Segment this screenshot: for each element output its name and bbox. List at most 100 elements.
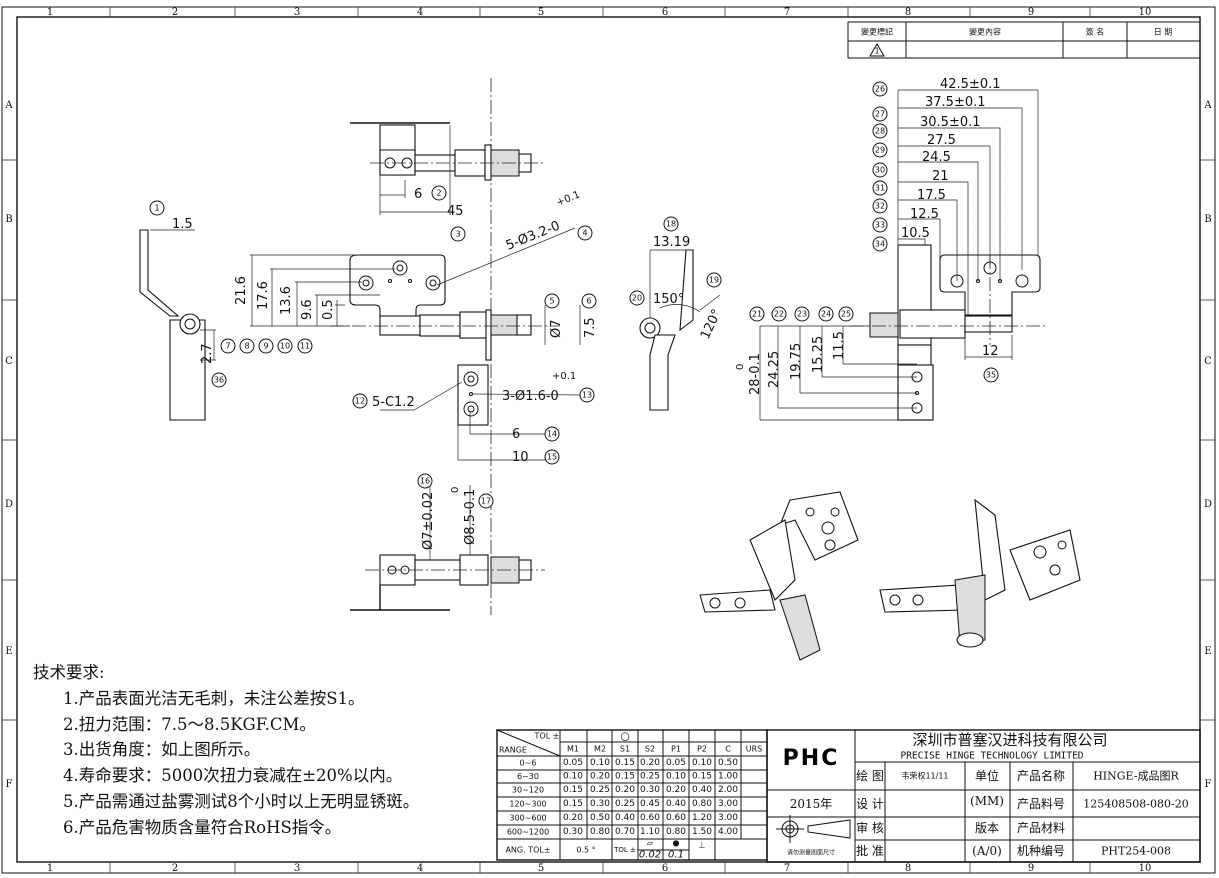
- dim-21: 21: [932, 169, 949, 184]
- svg-text:17: 17: [481, 497, 491, 506]
- tol-cell: 0.10: [692, 758, 712, 768]
- angle-view: [639, 249, 721, 411]
- grid-col-label: 3: [294, 863, 300, 874]
- role-review-label: 审 核: [856, 820, 884, 835]
- tol-cell: 0.15: [615, 758, 635, 768]
- callout: 31: [872, 180, 888, 196]
- callout: 10: [277, 338, 293, 354]
- svg-text:36: 36: [214, 376, 224, 385]
- dim-28-upper: 0: [735, 364, 746, 370]
- callout: 30: [872, 162, 888, 178]
- grid-col-label: 6: [662, 863, 668, 874]
- tol-range: 0~6: [520, 759, 537, 768]
- grid-col-label: 6: [662, 7, 668, 18]
- revision-header-sign: 簽 名: [1086, 27, 1105, 37]
- tol-col: P2: [697, 745, 707, 754]
- dim-0-5: 0.5: [321, 299, 336, 320]
- callout: 25: [838, 306, 854, 322]
- grid-col-label: 1: [47, 863, 53, 874]
- svg-text:11: 11: [300, 342, 310, 351]
- tol-geo-label: TOL ±: [613, 846, 636, 854]
- svg-text:26: 26: [875, 85, 885, 94]
- svg-text:3: 3: [455, 230, 460, 239]
- callout: 15: [544, 449, 560, 465]
- tol-cell: 0.70: [615, 827, 635, 837]
- svg-text:10: 10: [280, 342, 290, 351]
- tol-cell: 0.25: [640, 772, 660, 782]
- projection-note: 请勿测量图面尺寸: [787, 849, 835, 857]
- isometric-view-2: [879, 498, 1081, 648]
- callout: 21: [749, 306, 765, 322]
- tol-cell: 1.10: [640, 827, 660, 837]
- tol-cell: 3.00: [718, 799, 738, 809]
- svg-text:20: 20: [632, 294, 642, 303]
- tol-corner-bottom: RANGE: [499, 746, 527, 755]
- tol-angle-value: 0.5 °: [576, 846, 595, 855]
- role-drafter-value: 韦荣权11/11: [901, 771, 948, 781]
- tol-range: 300~600: [509, 814, 546, 823]
- svg-text:31: 31: [875, 184, 885, 193]
- svg-text:19: 19: [709, 276, 719, 285]
- note-item: 2.扭力范围：7.5～8.5KGF.CM。: [63, 714, 316, 734]
- technical-requirements: 技术要求: 1.产品表面光洁无毛刺，未注公差按S1。 2.扭力范围：7.5～8.…: [33, 660, 419, 841]
- dim-chamfer: 5-C1.2: [372, 395, 415, 410]
- tol-cell: 0.80: [666, 827, 686, 837]
- dim-holes-main-tol: +0.1: [555, 189, 582, 208]
- tol-cell: 0.30: [590, 799, 610, 809]
- dim-9-6: 9.6: [300, 299, 315, 320]
- tol-cell: 0.05: [563, 758, 583, 768]
- grid-col-label: 4: [417, 7, 423, 18]
- grid-col-label: 10: [1139, 7, 1152, 18]
- tol-cell: 0.20: [590, 772, 610, 782]
- dim-17-6: 17.6: [256, 281, 271, 310]
- grid-row-label: F: [1205, 779, 1212, 790]
- dim-30-5: 30.5±0.1: [920, 115, 981, 130]
- svg-text:25: 25: [841, 310, 851, 319]
- dim-27-5: 27.5: [927, 133, 956, 148]
- svg-text:33: 33: [875, 221, 885, 230]
- tol-cell: 2.00: [718, 785, 738, 795]
- material-label: 产品材料: [1017, 821, 1065, 835]
- grid-col-label: 9: [1028, 7, 1034, 18]
- bottom-view: [350, 485, 545, 611]
- flatness-icon: ▱: [647, 839, 654, 848]
- top-view: [350, 122, 545, 215]
- svg-text:14: 14: [547, 430, 557, 439]
- dim-shaft-dia: Ø7: [549, 319, 564, 338]
- tol-cell: 0.10: [563, 772, 583, 782]
- callout: 19: [706, 272, 722, 288]
- part-number-value: 125408508-080-20: [1083, 798, 1188, 811]
- callout: 18: [663, 216, 679, 232]
- svg-text:15: 15: [547, 453, 557, 462]
- svg-text:16: 16: [420, 477, 430, 486]
- dim-holes-small: 3-Ø1.6-0: [502, 389, 559, 404]
- revision-block: 變更標記 變更內容 簽 名 日 期 1: [847, 21, 1201, 59]
- inner-border: [16, 16, 1201, 863]
- dim-21-6: 21.6: [234, 276, 249, 305]
- callout: 35: [983, 367, 999, 383]
- product-name-value: HINGE-成品图R: [1093, 770, 1179, 783]
- dim-37-5: 37.5±0.1: [925, 95, 986, 110]
- grid-row-label: E: [1204, 646, 1211, 657]
- dim-8-5: Ø8.5-0.1: [463, 489, 478, 545]
- tol-cell: 0.50: [590, 813, 610, 823]
- tol-range: 600~1200: [507, 828, 549, 837]
- callout: 9: [258, 338, 274, 354]
- dim-15-25: 15.25: [811, 336, 826, 373]
- callout: 27: [872, 106, 888, 122]
- grid-col-label: 7: [784, 7, 790, 18]
- grid-labels-bottom: 1 2 3 4 5 6 7 8 9 10: [47, 863, 1152, 874]
- svg-text:28: 28: [875, 127, 885, 136]
- svg-text:5: 5: [549, 297, 554, 306]
- front-view: [250, 227, 584, 461]
- tol-cell: 1.00: [718, 772, 738, 782]
- tol-col: S1: [620, 745, 630, 754]
- role-drafter-label: 绘 图: [856, 768, 884, 783]
- tol-col: S2: [645, 745, 655, 754]
- svg-text:18: 18: [666, 220, 676, 229]
- dim-2-7: 2.7: [200, 343, 215, 364]
